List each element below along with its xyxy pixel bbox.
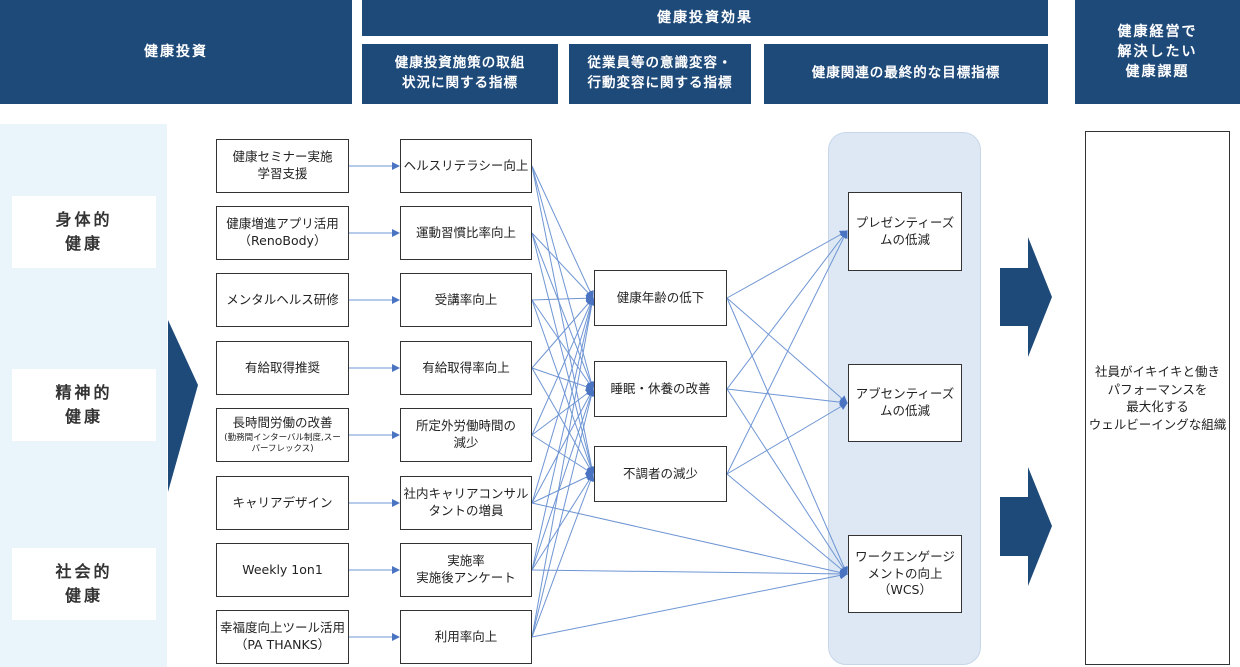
indicator-to-behavior-arrow <box>531 367 594 391</box>
indicator-to-behavior-arrow <box>531 299 594 390</box>
goal-box: ワークエンゲージ メントの向上 （WCS） <box>848 535 962 613</box>
indicator-box: 実施率 実施後アンケート <box>400 543 532 597</box>
measure-box: 健康セミナー実施 学習支援 <box>216 139 349 193</box>
indicator-box: ヘルスリテラシー向上 <box>400 139 532 193</box>
big-arrow-left <box>168 320 198 492</box>
behavior-to-goal-arrow <box>726 230 848 390</box>
indicator-to-behavior-arrow <box>531 388 594 504</box>
indicator-to-behavior-arrow <box>531 165 596 475</box>
measure-label: 長時間労働の改善 <box>232 414 333 430</box>
measure-box: 健康増進アプリ活用 （RenoBody） <box>216 206 349 260</box>
header-effect-measures: 健康投資施策の取組 状況に関する指標 <box>362 44 558 104</box>
header-effect-behavior: 従業員等の意識変容・ 行動変容に関する指標 <box>569 44 751 104</box>
behavior-to-goal-arrow <box>726 230 848 475</box>
behavior-to-goal-arrow <box>726 297 848 404</box>
indicator-box: 運動習慣比率向上 <box>400 206 532 260</box>
behavior-to-goal-arrow <box>726 297 848 575</box>
big-arrow-right-bottom <box>1000 467 1052 586</box>
behavior-to-goal-arrow <box>726 230 848 299</box>
indicator-to-behavior-arrow <box>531 473 594 504</box>
header-issue: 健康経営で 解決したい 健康課題 <box>1075 0 1240 104</box>
indicator-to-behavior-arrow <box>531 388 596 638</box>
measure-label: メンタルヘルス研修 <box>226 291 339 307</box>
category-physical: 身体的 健康 <box>12 196 156 268</box>
indicator-box: 所定外労働時間の 減少 <box>400 408 532 462</box>
indicator-to-behavior-arrow <box>531 297 596 571</box>
measure-label: 有給取得推奨 <box>244 359 320 375</box>
indicator-to-behavior-arrow <box>531 232 596 475</box>
measure-label: 健康セミナー実施 学習支援 <box>232 149 333 181</box>
indicator-to-behavior-arrow <box>531 297 594 436</box>
behavior-to-goal-arrow <box>726 473 848 575</box>
indicator-to-behavior-arrow <box>531 388 595 571</box>
measure-box: キャリアデザイン <box>216 476 349 530</box>
indicator-box: 有給取得率向上 <box>400 341 532 395</box>
category-social: 社会的 健康 <box>12 548 156 620</box>
indicator-to-behavior-arrow <box>531 388 594 436</box>
measure-label: キャリアデザイン <box>232 494 333 510</box>
goal-box: プレゼンティーズ ムの低減 <box>848 192 962 271</box>
header-investment: 健康投資 <box>0 0 352 104</box>
measure-box: 長時間労働の改善 (勤務間インターバル制度,スー パーフレックス) <box>216 408 349 462</box>
measure-box: メンタルヘルス研修 <box>216 273 349 327</box>
indicator-to-goal-arrow <box>531 569 848 578</box>
measure-label: 健康増進アプリ活用 （RenoBody） <box>226 216 339 248</box>
measure-note: (勤務間インターバル制度,スー パーフレックス) <box>224 433 341 455</box>
indicator-box: 利用率向上 <box>400 610 532 664</box>
indicator-to-behavior-arrow <box>531 232 595 390</box>
indicator-to-behavior-arrow <box>531 473 595 638</box>
header-effect-goals: 健康関連の最終的な目標指標 <box>764 44 1048 104</box>
indicator-to-behavior-arrow <box>531 473 594 571</box>
indicator-to-behavior-arrow <box>531 367 594 475</box>
indicator-to-behavior-arrow <box>531 165 594 299</box>
measure-box: 幸福度向上ツール活用 （PA THANKS） <box>216 610 349 664</box>
indicator-to-behavior-arrow <box>531 299 595 475</box>
final-issue-box: 社員がイキイキと働き パフォーマンスを 最大化する ウェルビーイングな組織 <box>1085 131 1230 665</box>
indicator-to-behavior-arrow <box>531 297 594 369</box>
measure-box: Weekly 1on1 <box>216 543 349 597</box>
header-effect: 健康投資効果 <box>362 0 1048 36</box>
goal-box: アブセンティーズ ムの低減 <box>848 364 962 442</box>
category-mental: 精神的 健康 <box>12 369 156 441</box>
measure-label: 幸福度向上ツール活用 （PA THANKS） <box>219 620 345 652</box>
indicator-to-behavior-arrow <box>531 297 595 504</box>
measure-box: 有給取得推奨 <box>216 341 349 395</box>
indicator-to-behavior-arrow <box>531 434 594 475</box>
behavior-box: 睡眠・休養の改善 <box>594 361 727 417</box>
measure-label: Weekly 1on1 <box>242 561 323 577</box>
indicator-to-goal-arrow <box>531 502 848 577</box>
indicator-box: 受講率向上 <box>400 273 532 327</box>
indicator-box: 社内キャリアコンサル タントの増員 <box>400 476 532 530</box>
behavior-to-goal-arrow <box>726 388 848 575</box>
indicator-to-behavior-arrow <box>531 294 594 303</box>
behavior-to-goal-arrow <box>726 388 848 407</box>
indicator-to-behavior-arrow <box>531 297 596 638</box>
big-arrow-right-top <box>1000 237 1052 357</box>
indicator-to-goal-arrow <box>531 571 848 638</box>
behavior-box: 健康年齢の低下 <box>594 270 727 326</box>
behavior-to-goal-arrow <box>726 402 848 475</box>
behavior-box: 不調者の減少 <box>594 446 727 502</box>
indicator-to-behavior-arrow <box>531 232 594 299</box>
